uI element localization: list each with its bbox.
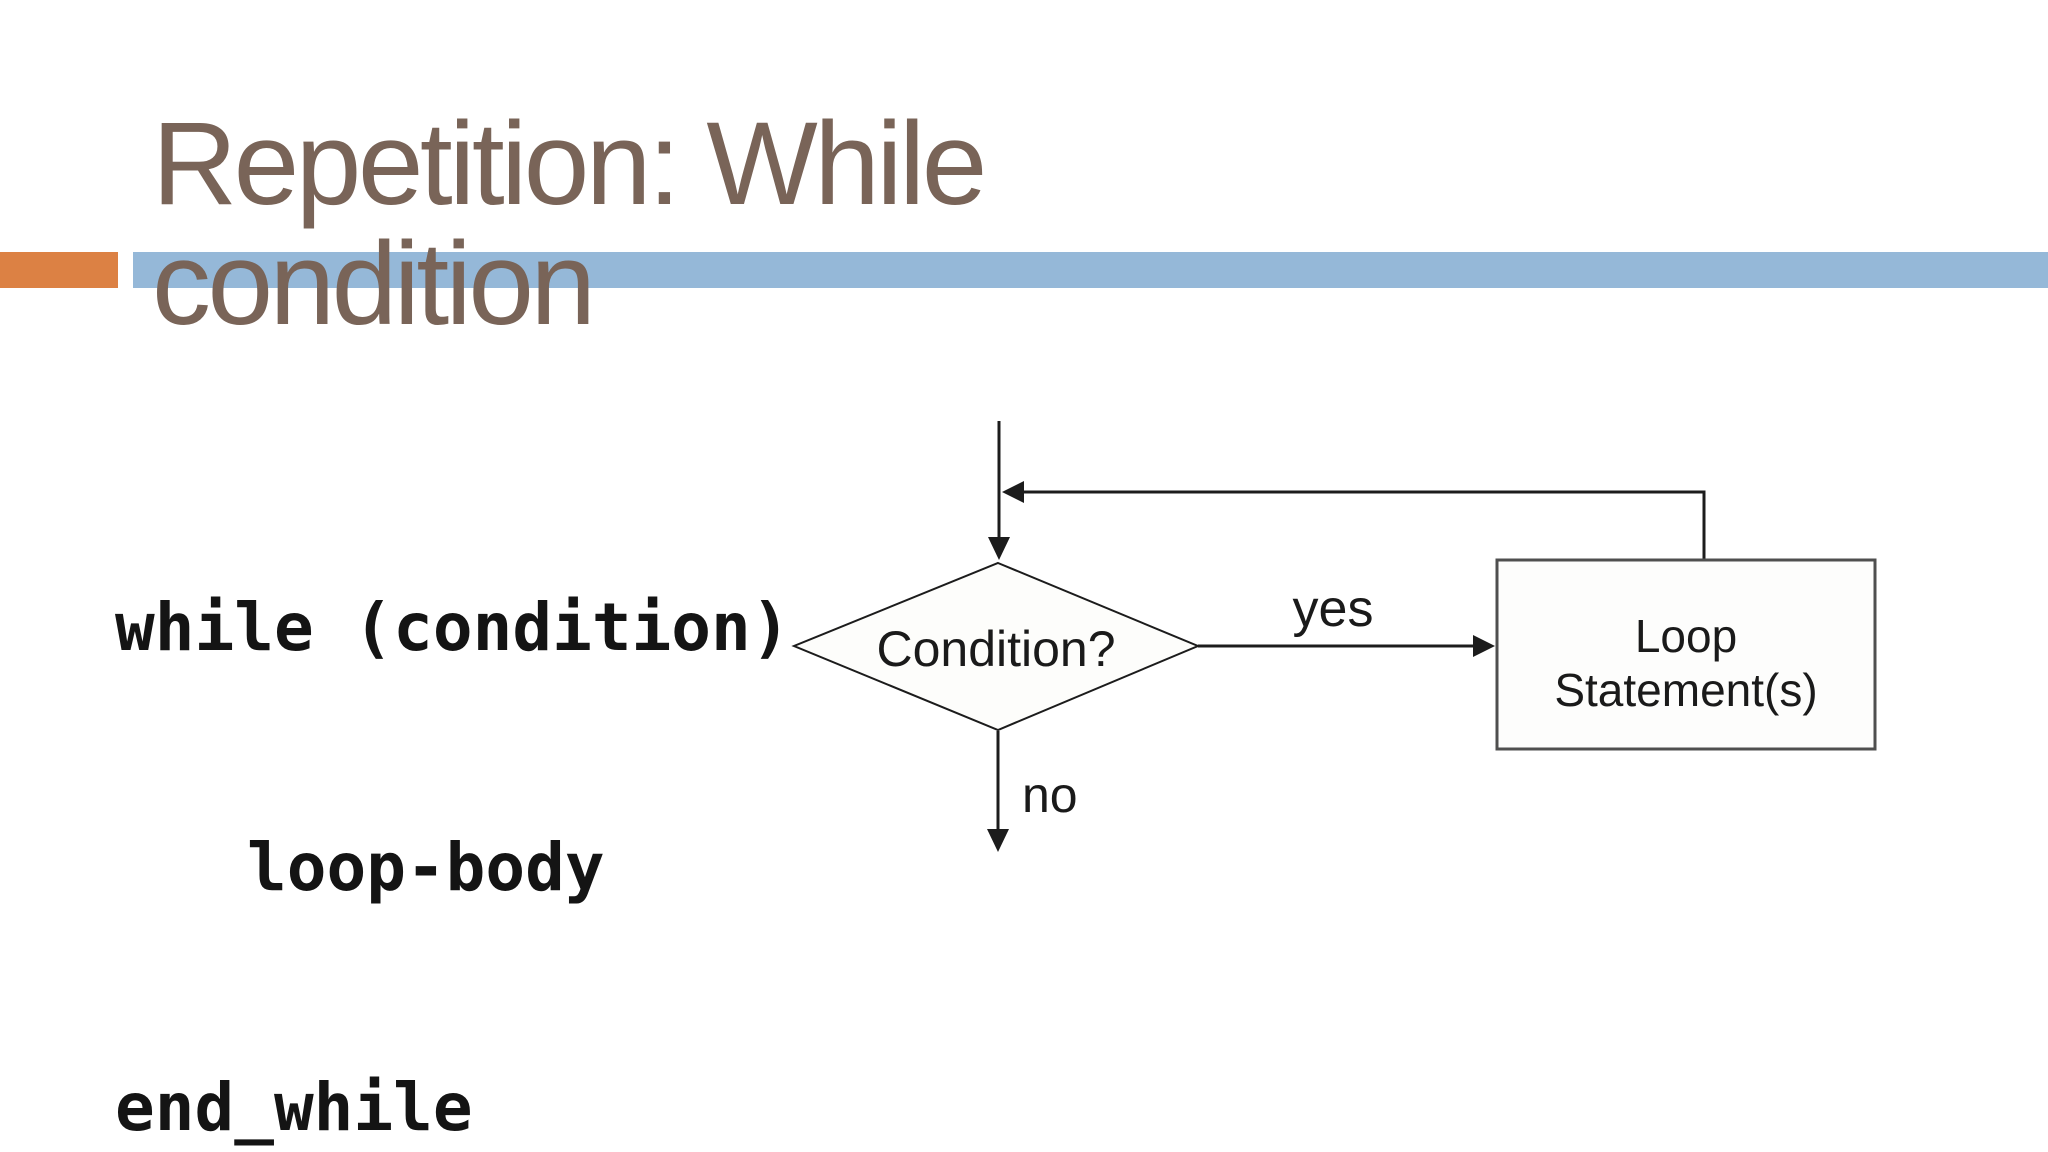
orange-accent-block bbox=[0, 252, 118, 288]
decision-label: Condition? bbox=[876, 621, 1115, 677]
process-box bbox=[1495, 558, 1877, 751]
no-arrowhead-icon bbox=[987, 829, 1009, 852]
slide-title-line-2: condition bbox=[152, 218, 596, 350]
blue-title-rule bbox=[133, 252, 2048, 288]
loop-back-line bbox=[1018, 490, 1706, 560]
code-line-while: while (condition) bbox=[115, 589, 791, 666]
no-label: no bbox=[1022, 767, 1078, 823]
decision-diamond bbox=[791, 561, 1201, 732]
pseudocode-block: while (condition) loop-body end_while bbox=[115, 428, 791, 1152]
entry-arrowhead-icon bbox=[988, 537, 1010, 560]
code-line-end-while: end_while bbox=[115, 1069, 473, 1146]
process-label-line-1: Loop bbox=[1635, 610, 1737, 662]
yes-label: yes bbox=[1293, 580, 1374, 638]
slide-title: Repetition: While condition bbox=[152, 98, 987, 350]
loop-back-arrowhead-icon bbox=[1002, 481, 1024, 503]
process-label-line-2: Statement(s) bbox=[1554, 664, 1817, 716]
code-line-loop-body: loop-body bbox=[247, 829, 605, 906]
slide-title-line-1: Repetition: While bbox=[152, 98, 987, 230]
yes-arrowhead-icon bbox=[1473, 635, 1495, 657]
